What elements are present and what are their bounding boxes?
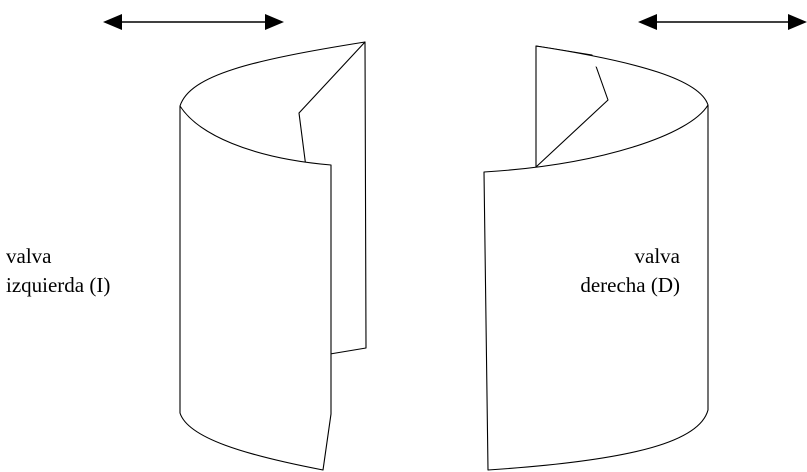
- right-valve-label-line1: valva: [634, 244, 680, 268]
- left-valve-label-line1: valva: [6, 244, 52, 268]
- right-valve-front-sheet: [483, 45, 709, 471]
- left-valve-front-sheet: [179, 41, 366, 471]
- left-valve-label: valva izquierda (I): [6, 242, 110, 300]
- right-valve-label-line2: derecha (D): [580, 273, 680, 297]
- right-double-arrow: [638, 14, 807, 30]
- right-valve-label: valva derecha (D): [580, 242, 680, 300]
- left-valve-label-line2: izquierda (I): [6, 273, 111, 297]
- right-valve-shell: [483, 45, 709, 471]
- left-valve-shell: [179, 41, 367, 471]
- left-double-arrow: [103, 14, 284, 30]
